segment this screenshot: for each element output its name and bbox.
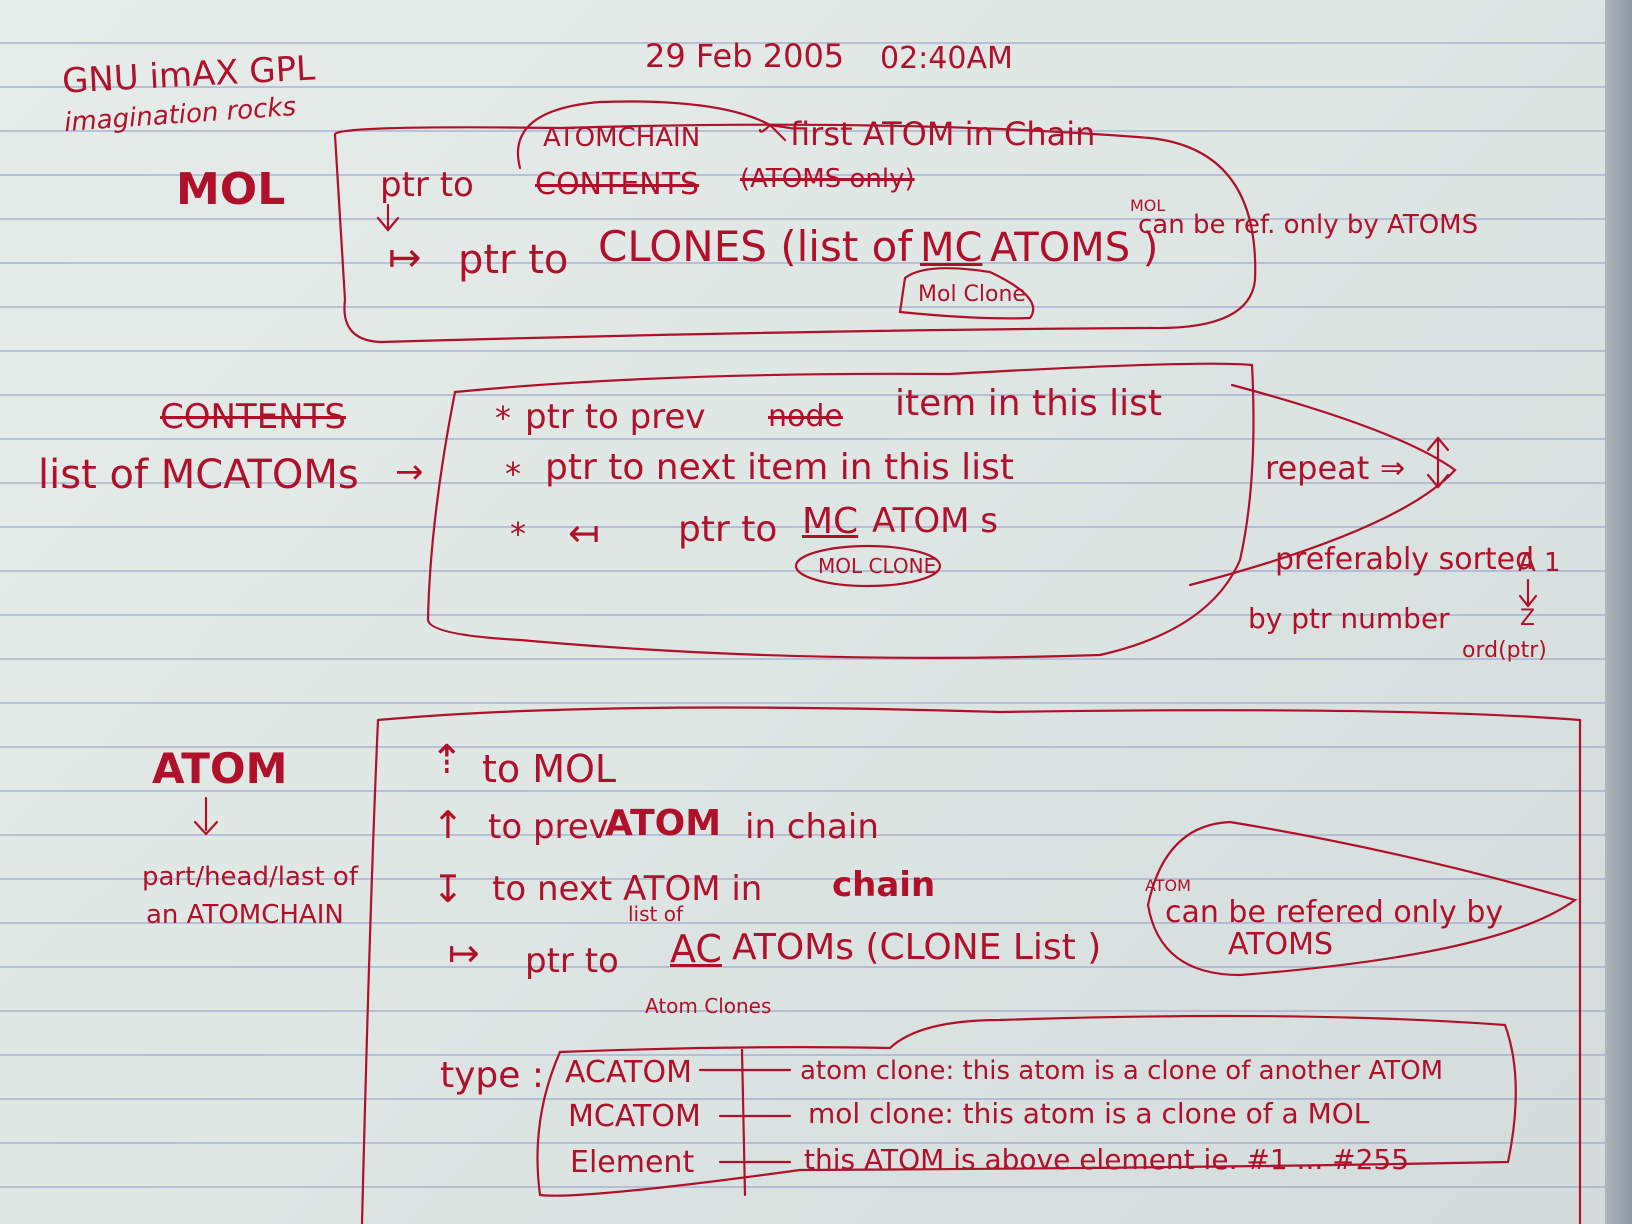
atom-side-bubble — [1146, 820, 1578, 977]
type-row-2-type: MCATOM — [568, 1099, 701, 1134]
list-item3-mc: MC — [802, 501, 859, 542]
sort-arrow — [1518, 578, 1538, 608]
date-label: 29 Feb 2005 — [645, 37, 845, 75]
repeat-lens — [1188, 383, 1457, 587]
atom-clones-note: Atom Clones — [645, 994, 772, 1018]
mol-line2-arrow: ↦ — [388, 235, 422, 281]
atom-side-note-top: ATOM — [1145, 876, 1191, 895]
mol-line2-prefix: ptr to — [458, 237, 569, 283]
repeat-arrow: ⇒ — [1380, 451, 1406, 486]
mol-clone-bubble — [898, 267, 1035, 320]
sort-order-top: A 1 — [1518, 548, 1561, 578]
type-label: type : — [440, 1055, 544, 1096]
mol-down-arrow — [376, 203, 400, 232]
atom-box — [360, 706, 1582, 1224]
type-table-divider — [740, 1048, 747, 1197]
list-label: list of MCATOMs — [38, 452, 359, 498]
mol-clone-bubble-2 — [794, 544, 942, 588]
list-mol-clone-note: MOL CLONE — [818, 554, 937, 578]
atom-line1-arrow: ⇡ — [430, 737, 464, 783]
atom-side-note-2: ATOMS — [1228, 927, 1334, 962]
updown-arrow — [1426, 436, 1450, 489]
list-item1-bullet: * — [495, 399, 511, 437]
list-box — [426, 362, 1255, 659]
list-item1-struck: node — [768, 399, 843, 434]
list-item2: ptr to next item in this list — [545, 447, 1015, 488]
list-item3: ptr to — [678, 509, 778, 550]
atom-line4-end: ATOMs (CLONE List ) — [732, 927, 1102, 968]
sort-order-note: ord(ptr) — [1462, 638, 1547, 663]
page-edge — [1605, 0, 1632, 1224]
list-item2-bullet: * — [505, 455, 521, 493]
atom-line4-prefix: ptr to — [525, 941, 619, 981]
list-label-arrow: → — [395, 452, 424, 492]
type-row-3-desc: this ATOM is above element ie. #1 ... #2… — [804, 1143, 1410, 1176]
atomchain-note: ATOMCHAIN — [543, 123, 701, 153]
atom-line2-a: to prev — [488, 807, 609, 847]
list-item1-end: item in this list — [895, 383, 1163, 424]
type-table-box — [536, 1014, 1517, 1197]
mol-line2-end: ATOMS ) — [990, 225, 1159, 271]
atom-line4-arrow: ↦ — [448, 931, 480, 975]
mol-side-note: can be ref. only by ATOMS — [1138, 210, 1479, 240]
list-struck-label: CONTENTS — [160, 397, 346, 437]
atom-role-note: part/head/last of — [142, 862, 358, 892]
atom-label: ATOM — [152, 744, 288, 793]
mol-box — [333, 123, 1257, 344]
atom-line4-ac: AC — [670, 927, 722, 971]
type-row-3-type: Element — [570, 1145, 695, 1180]
atomchain-bubble — [516, 100, 772, 170]
first-atom-note: first ATOM in Chain — [790, 115, 1096, 153]
sorted-note-2: by ptr number — [1248, 602, 1450, 635]
mol-line1-paren: (ATOMS only) — [740, 164, 915, 194]
sort-order-bottom: Z — [1520, 606, 1536, 631]
mol-line2-main: CLONES (list of — [598, 222, 913, 271]
time-label: 02:40AM — [880, 41, 1013, 76]
mol-clone-note: Mol Clone — [918, 282, 1026, 307]
sorted-note: preferably sorted — [1275, 542, 1535, 577]
type-row-1-desc: atom clone: this atom is a clone of anot… — [800, 1056, 1444, 1086]
atomchain-arrow — [768, 123, 792, 142]
type-row-2-desc: mol clone: this atom is a clone of a MOL — [808, 1097, 1370, 1130]
mol-side-note-top: MOL — [1130, 196, 1166, 215]
mol-line2-mc: MC — [920, 225, 983, 271]
atom-line2-c: in chain — [745, 807, 879, 847]
atom-line4-listof: list of — [628, 902, 684, 926]
repeat-label: repeat — [1265, 449, 1370, 487]
mol-line1-prefix: ptr to — [380, 165, 474, 205]
mol-label: MOL — [176, 164, 286, 215]
atom-line3-b: chain — [832, 865, 936, 905]
list-item1: ptr to prev — [525, 397, 706, 437]
atom-line2-arrow: ↑ — [432, 803, 464, 847]
atom-line3-arrow: ↧ — [432, 867, 464, 911]
atom-side-note: can be refered only by — [1165, 895, 1504, 930]
atom-line1: to MOL — [482, 747, 617, 791]
atom-down-arrow — [193, 796, 219, 836]
list-item3-bullet: * — [510, 515, 526, 553]
mol-line1-struck: CONTENTS — [535, 167, 700, 202]
list-item3-arrow: ↤ — [568, 511, 600, 555]
atom-role-note-2: an ATOMCHAIN — [146, 900, 344, 930]
atom-line2-b: ATOM — [605, 803, 722, 844]
atom-line3-a: to next ATOM in — [492, 869, 763, 909]
type-row-1-type: ACATOM — [565, 1055, 692, 1090]
list-item3-end: ATOM s — [872, 501, 999, 541]
